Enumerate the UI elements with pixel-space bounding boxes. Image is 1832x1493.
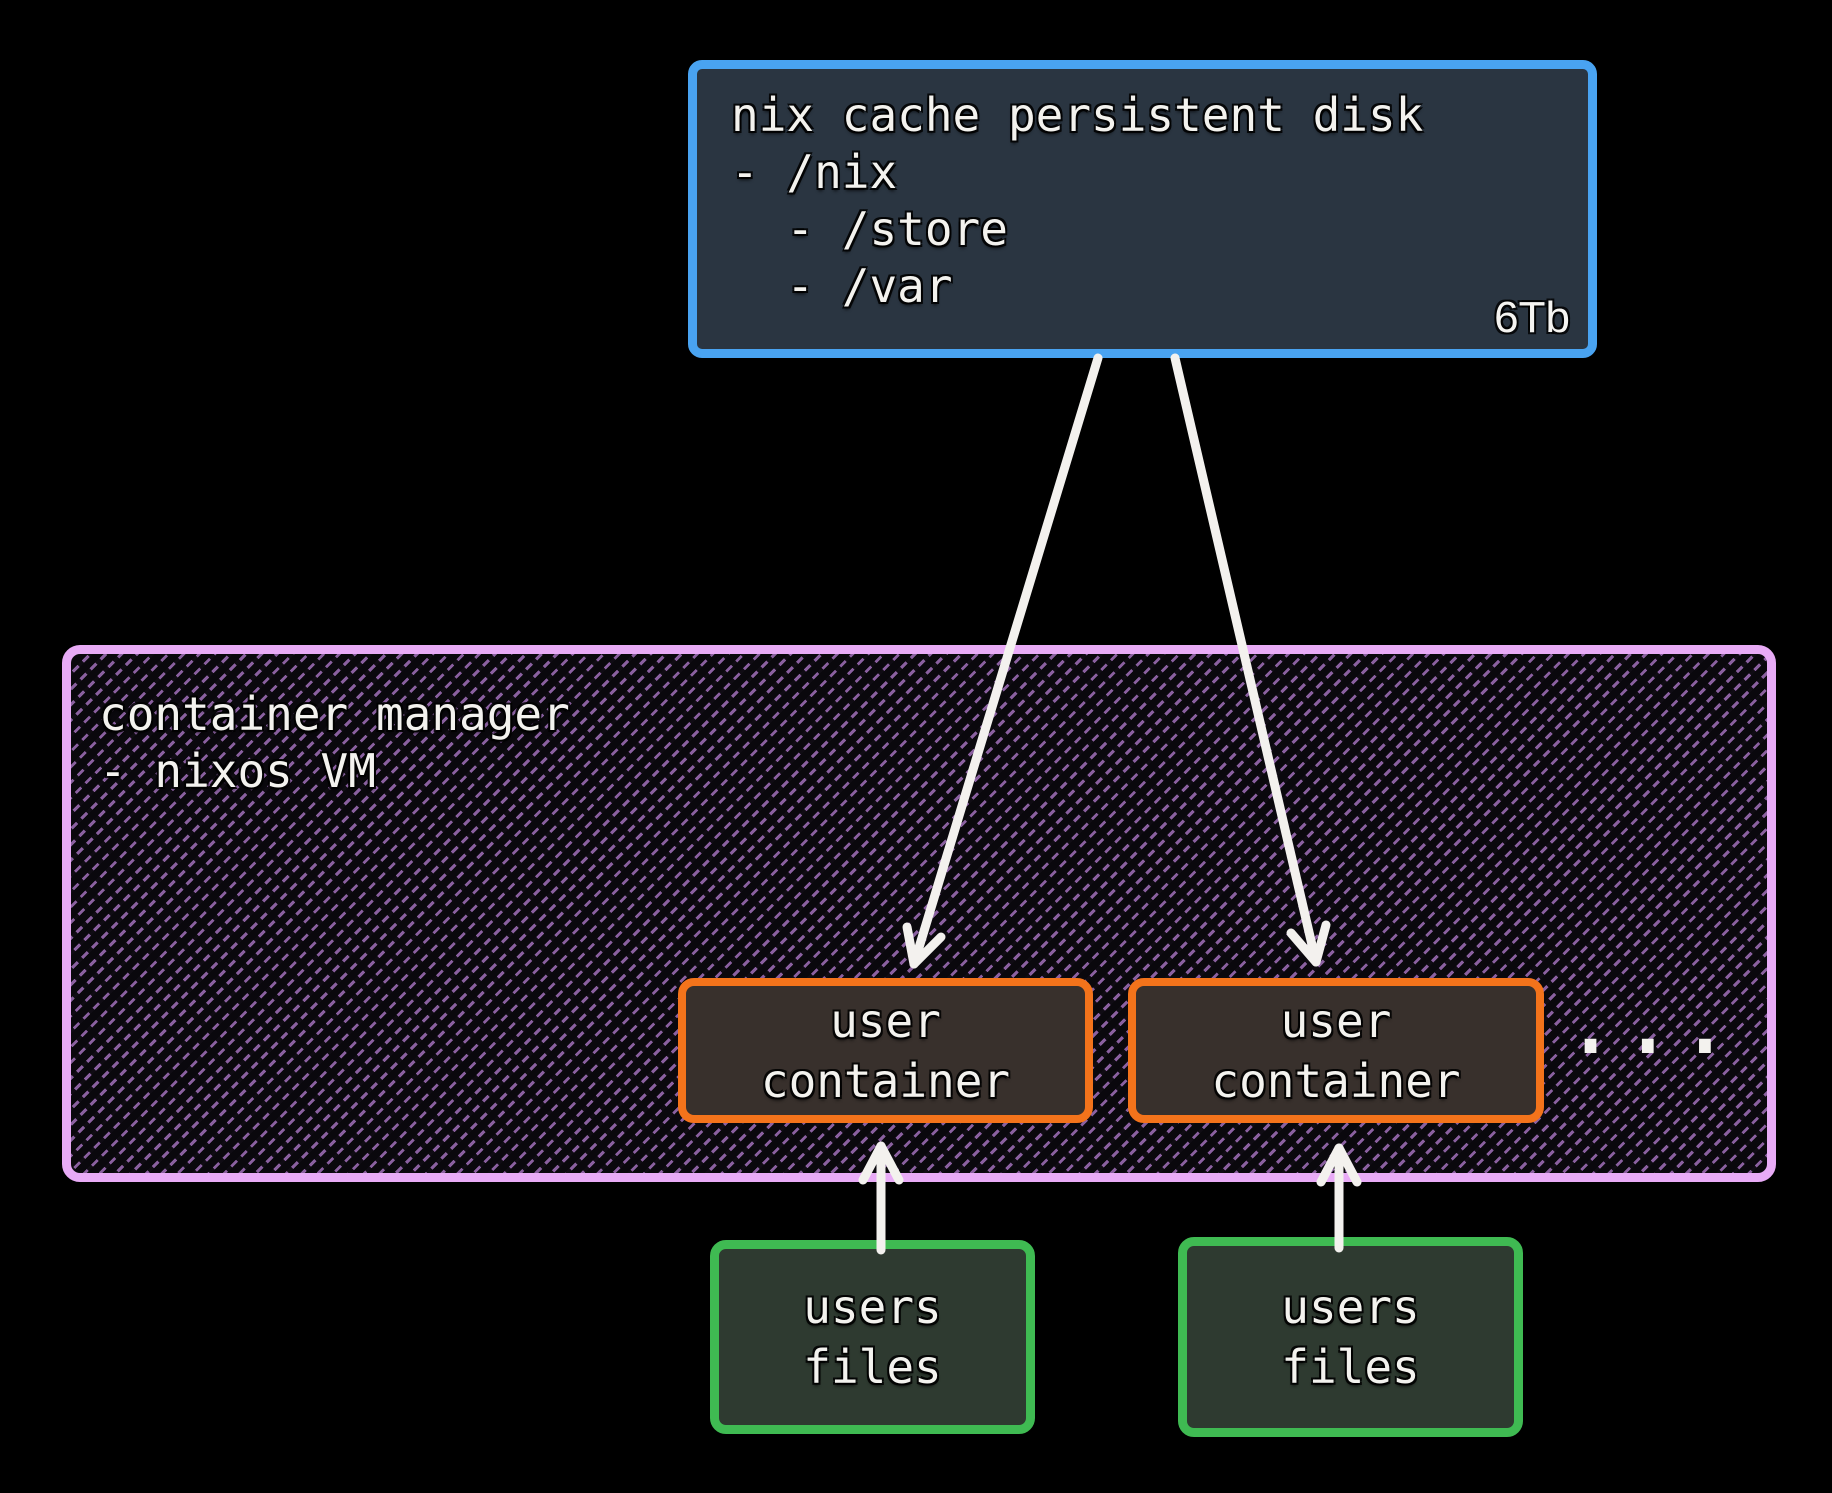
disk-mount-store: - /store bbox=[731, 202, 1008, 256]
users-files-label-1: users files bbox=[803, 1280, 942, 1394]
users-files-box-2: users files bbox=[1178, 1237, 1523, 1437]
users-files-label-2: users files bbox=[1281, 1280, 1420, 1394]
manager-vm-label: - nixos VM bbox=[99, 744, 376, 798]
disk-title: nix cache persistent disk bbox=[731, 88, 1424, 142]
disk-mount-nix: - /nix bbox=[731, 145, 898, 199]
user-container-label-2: user container bbox=[1211, 993, 1461, 1108]
nix-cache-disk-box: nix cache persistent disk - /nix - /stor… bbox=[688, 60, 1597, 358]
users-files-box-1: users files bbox=[710, 1240, 1035, 1434]
disk-capacity-label: 6Tb bbox=[1494, 293, 1570, 342]
disk-mount-var: - /var bbox=[731, 259, 953, 313]
user-container-box-2: user container bbox=[1128, 978, 1544, 1123]
user-container-box-1: user container bbox=[678, 978, 1093, 1123]
user-container-label-1: user container bbox=[760, 993, 1011, 1108]
more-containers-ellipsis: ... bbox=[1562, 966, 1734, 1076]
manager-title: container manager bbox=[99, 687, 570, 741]
